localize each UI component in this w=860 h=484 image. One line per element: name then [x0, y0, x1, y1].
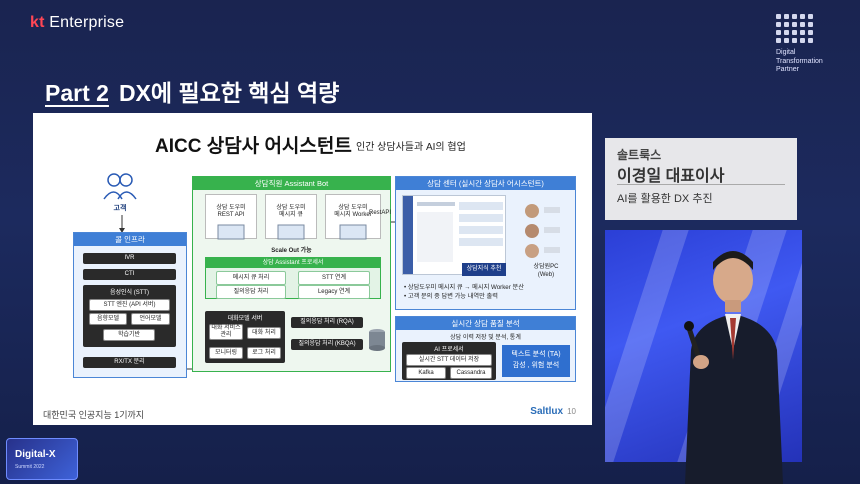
processor-header: 상담 Assistant 프로세서: [206, 258, 380, 268]
stt-link-box: STT 연계: [298, 271, 370, 285]
stt-label: 음성인식 (STT): [109, 290, 150, 296]
server-icon: [217, 224, 245, 240]
speaker-topic: AI를 활용한 DX 추진: [617, 193, 713, 205]
center-bullet-2: • 고객 문의 중 답변 가능 내역만 출력: [404, 293, 498, 300]
bot-header: 상담직원 Assistant Bot: [193, 177, 390, 190]
scale-out-label: Scale Out 가능: [271, 248, 312, 254]
text-analysis-label: 텍스트 분석 (TA): [511, 351, 561, 358]
speaker-figure: [684, 251, 783, 484]
saltlux-logo: Saltlux: [530, 406, 564, 417]
arrow-down-icon: [119, 215, 125, 233]
database-icon: [369, 329, 385, 351]
dtp-logo: Digital Transformation Partner: [766, 14, 846, 75]
agent-avatars: [518, 201, 568, 261]
ivr-box: IVR: [83, 253, 176, 264]
helper-worker-label: 상담 도우미 메시지 Worker: [334, 205, 372, 218]
agent-pc-label: 상담원PC (Web): [533, 264, 559, 278]
qa-proc-box: 질의응답 처리: [216, 285, 286, 299]
slide-heading: AICC 상담사 어시스턴트: [155, 136, 352, 157]
dot-grid-icon: [776, 14, 846, 43]
stt-store-box: 실시간 STT 데이터 저장: [406, 354, 492, 366]
panel-divider: [617, 184, 785, 185]
rxtx-box: RX/TX 분리: [83, 357, 176, 368]
text-analysis-box: 텍스트 분석 (TA) 감성 , 위험 분석: [502, 345, 570, 377]
agent-screen-mockup: [402, 195, 506, 275]
knowledge-rec-label: 상담지식 추천: [462, 263, 506, 276]
legacy-box: Legacy 연계: [298, 285, 370, 299]
quality-analysis-box: 실시간 상담 품질 분석 상담 이력 저장 및 분석, 통계 AI 프로세서 실…: [395, 316, 576, 382]
digital-x-badge: Digital-X Summit 2022: [6, 438, 78, 480]
emotion-analysis-label: 감성 , 위험 분석: [512, 362, 560, 369]
helper-worker-box: 상담 도우미 메시지 Worker: [325, 194, 381, 240]
center-bullet-1-text: 상담도우미 메시지 큐 → 메시지 Worker 분산: [407, 284, 524, 291]
customer-label: 고객: [113, 205, 127, 212]
language-model-box: 언어모델: [131, 313, 170, 325]
cti-box: CTI: [83, 269, 176, 280]
brand-kt: kt: [30, 14, 45, 31]
kafka-box: Kafka: [406, 367, 446, 379]
customer-group: 고객: [97, 171, 143, 213]
center-bullet-2-text: 고객 문의 중 답변 가능 내역만 출력: [407, 293, 498, 300]
dialog-server-label: 대화모델 서버: [227, 316, 263, 322]
ai-processor-box: AI 프로세서 실시간 STT 데이터 저장 Kafka Cassandra: [402, 342, 496, 380]
dtp-line-3: Partner: [776, 66, 799, 73]
restapi-label: RestAPI: [369, 210, 392, 216]
ai-processor-label: AI 프로세서: [434, 347, 464, 353]
agent-avatar-icon: [525, 204, 560, 258]
server-icon: [339, 224, 367, 240]
center-header: 상담 센터 (실시간 상담사 어시스턴트): [396, 177, 575, 190]
dialog-service-box: 대화 서비스 관리: [209, 324, 243, 340]
helper-rest-label: 상담 도우미 REST API: [216, 205, 246, 218]
center-bullet-1: • 상담도우미 메시지 큐 → 메시지 Worker 분산: [404, 284, 524, 291]
cassandra-box: Cassandra: [450, 367, 492, 379]
speaker-name: 이경일 대표이사: [617, 168, 725, 185]
kt-enterprise-logo: kt Enterprise: [30, 14, 124, 32]
learning-box: 학습기반: [103, 329, 155, 341]
dialog-server-box: 대화모델 서버 대화 서비스 관리 대화 처리 모니터링 로그 처리: [205, 311, 285, 363]
helper-queue-box: 상담 도우미 메시지 큐: [265, 194, 317, 240]
agent-center-box: 상담 센터 (실시간 상담사 어시스턴트) 상담지식 추천 상담원PC (Web…: [395, 176, 576, 310]
qa-rqa-box: 질의응답 처리 (RQA): [291, 317, 363, 328]
customer-icon: [103, 173, 137, 200]
slide-content: AICC 상담사 어시스턴트 인간 상담사들과 AI의 협업 고객 콜 인프라 …: [33, 113, 592, 425]
dtp-line-2: Transformation: [776, 57, 823, 65]
call-infra-box: 콜 인프라 IVR CTI 음성인식 (STT) STT 엔진 (API 서버)…: [73, 232, 187, 378]
analysis-sub: 상담 이력 저장 및 분석, 통계: [450, 335, 521, 341]
analysis-header: 실시간 상담 품질 분석: [396, 317, 575, 330]
qa-kbqa-box: 질의응답 처리 (KBQA): [291, 339, 363, 350]
slide-page-number: 10: [567, 407, 576, 416]
processor-box: 상담 Assistant 프로세서 메시지 큐 처리 STT 연계 질의응답 처…: [205, 257, 381, 299]
slide-footer-left: 대한민국 인공지능 1기까지: [43, 410, 145, 420]
presentation-title: Part 2 DX에 필요한 핵심 역량: [45, 74, 339, 108]
dtp-line-1: Digital: [776, 49, 796, 56]
msg-queue-box: 메시지 큐 처리: [216, 271, 286, 285]
speaker-info-panel: 솔트룩스 이경일 대표이사 AI를 활용한 DX 추진: [605, 138, 797, 220]
dialog-proc-box: 대화 처리: [247, 327, 281, 339]
stt-engine-box: STT 엔진 (API 서버): [89, 299, 170, 311]
title-text: DX에 필요한 핵심 역량: [118, 80, 340, 106]
digital-x-sub: Summit 2022: [15, 464, 45, 470]
log-proc-box: 로그 처리: [247, 347, 281, 359]
assistant-bot-box: 상담직원 Assistant Bot 상담 도우미 REST API 상담 도우…: [192, 176, 391, 372]
digital-x-title: Digital-X: [15, 449, 56, 460]
monitoring-box: 모니터링: [209, 347, 243, 359]
speaker-company: 솔트룩스: [617, 148, 662, 162]
call-infra-header: 콜 인프라: [74, 233, 186, 246]
helper-queue-label: 상담 도우미 메시지 큐: [276, 205, 306, 218]
part-label: Part 2: [45, 80, 109, 106]
server-icon: [277, 224, 305, 240]
slide-subheading: 인간 상담사들과 AI의 협업: [356, 142, 466, 153]
stt-box: 음성인식 (STT) STT 엔진 (API 서버) 음향모델 언어모델 학습기…: [83, 285, 176, 347]
brand-enterprise: Enterprise: [44, 14, 125, 31]
helper-rest-box: 상담 도우미 REST API: [205, 194, 257, 240]
acoustic-model-box: 음향모델: [89, 313, 127, 325]
